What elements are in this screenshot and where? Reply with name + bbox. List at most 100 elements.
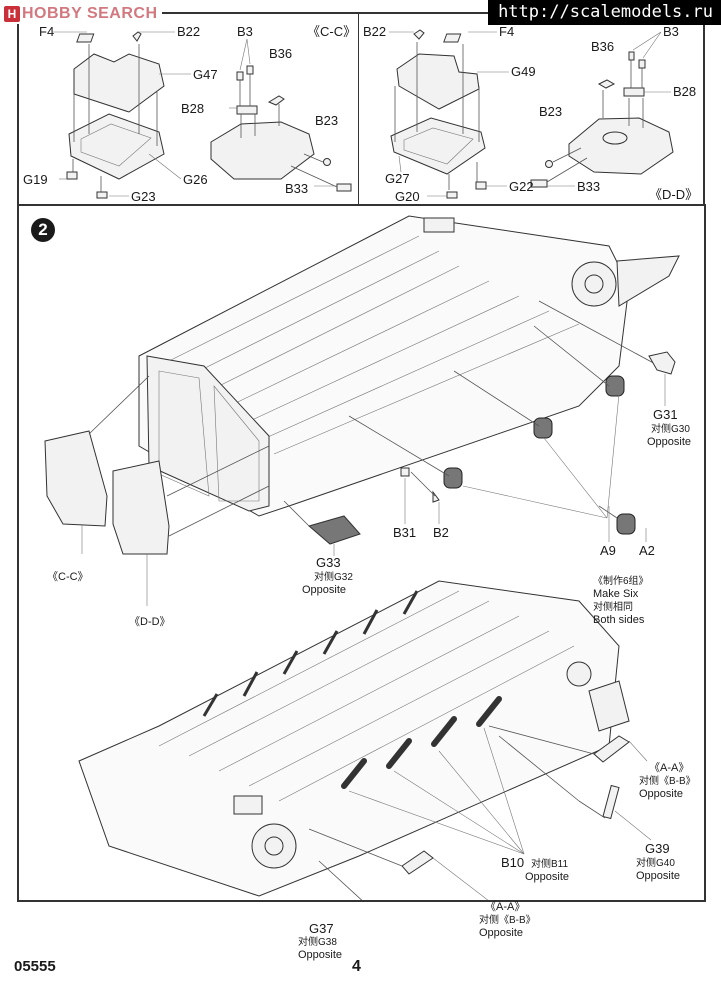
part-label-b23: B23 [539,104,563,119]
part-g49-shape [396,53,480,110]
part-alt-g32: 对侧G32 [314,572,353,583]
part-label-g20: G20 [395,189,420,204]
assembly-step-panel: 2 [17,204,706,961]
hatch-plate-cc-shape [210,121,315,180]
section-label-aa-right: 《A-A》 [649,762,690,774]
part-label-b36: B36 [591,39,615,54]
opposite-note-g39: Opposite [636,870,681,882]
part-label-b3: B3 [663,24,679,39]
part-label-g22: G22 [509,179,534,194]
section-label-aa-bottom: 《A-A》 [485,901,526,913]
hatch-dd-diagram [389,29,674,199]
part-b28-shape [236,105,258,115]
part-label-g49: G49 [511,64,536,79]
step-number-badge: 2 [31,218,55,242]
part-label-g33: G33 [316,555,341,570]
part-b36-shape [267,95,285,106]
part-b33-shape [336,183,352,192]
part-g33-shape [307,515,361,545]
part-b36-shape [597,79,616,89]
section-alt-bb-right: 对侧《B-B》 [639,776,696,787]
lower-hull-drawing [78,580,630,897]
part-label-f4: F4 [499,24,515,39]
part-label-g31: G31 [653,407,678,422]
part-g22-shape [475,181,487,190]
section-label-dd-callout: 《D-D》 [129,616,171,628]
make-six-cn: 《制作6组》 [593,576,649,587]
road-wheels-upper [348,325,636,535]
part-label-b28: B28 [181,101,205,116]
both-sides-en: Both sides [593,614,645,626]
arm-aa-bottom-shape [401,850,434,875]
part-label-g19: G19 [23,172,48,187]
hatch-cc-attached-shape [44,430,108,527]
part-label-b22: B22 [363,24,387,39]
opposite-note-aa-right: Opposite [639,788,684,800]
part-label-f4: F4 [39,24,55,39]
part-g23-shape [96,191,108,199]
torsion-arms-b10 [341,696,525,855]
part-label-b22: B22 [177,24,201,39]
part-label-b23: B23 [315,113,339,128]
part-g27-shape [390,117,486,175]
part-g20-shape [446,191,458,199]
part-b33-shape [530,179,548,188]
part-b3a-shape [628,51,635,61]
part-b31-shape [400,467,410,477]
both-sides-cn: 对侧相同 [593,602,633,613]
part-alt-g40: 对侧G40 [636,858,675,869]
part-b3a-shape [236,71,244,81]
part-label-b36: B36 [269,46,293,61]
part-label-g39: G39 [645,841,670,856]
scalemodels-watermark: http://scalemodels.ru [488,0,721,25]
hobbysearch-logo-icon: H [4,6,20,22]
kit-number: 05555 [14,958,56,975]
part-g31-shape [648,351,676,375]
opposite-note-aa-bottom: Opposite [479,927,524,939]
page-number: 4 [352,958,361,975]
upper-hull-drawing [138,215,680,517]
opposite-note-g31: Opposite [647,436,692,448]
part-label-g37: G37 [309,921,334,936]
part-label-b28: B28 [673,84,697,99]
detail-panel-cc: F4 B22 G47 G19 G23 G26 B3 B36 B28 B23 B3… [17,12,361,206]
part-label-b33: B33 [285,181,309,196]
hatch-plate-dd-shape [568,117,674,175]
part-b28-shape [623,87,645,97]
section-alt-bb-bottom: 对侧《B-B》 [479,915,536,926]
part-g19-shape [66,171,78,180]
part-label-a9: A9 [600,543,616,558]
part-alt-b11: 对侧B11 [531,859,569,870]
hull-assembly-diagram [44,215,680,900]
make-six-en: Make Six [593,588,639,600]
hatch-dd-attached-shape [112,460,170,555]
part-label-b31: B31 [393,525,417,540]
opposite-note-g33: Opposite [302,584,347,596]
part-f4-shape [443,33,462,43]
torsion-arms-upper [202,590,419,717]
part-label-b33: B33 [577,179,601,194]
part-alt-g30: 对侧G30 [651,424,690,435]
part-label-a2: A2 [639,543,655,558]
part-label-g23: G23 [131,189,156,204]
arm-aa-right-shape [593,735,630,763]
part-label-g47: G47 [193,67,218,82]
part-b23-shape [323,158,331,166]
part-b3b-shape [246,65,254,75]
hatch-cc-diagram [53,31,352,199]
part-label-g27: G27 [385,171,410,186]
part-b2-shape [432,490,440,503]
part-label-b10: B10 [501,855,525,870]
opposite-note-b10: Opposite [525,871,570,883]
part-f4-shape [76,33,95,43]
section-label-dd: 《D-D》 [649,187,699,202]
part-b23-shape [545,160,553,168]
part-b22-shape [413,29,425,40]
part-alt-g38: 对侧G38 [298,937,337,948]
part-label-b2: B2 [433,525,449,540]
part-label-b3: B3 [237,24,253,39]
hobbysearch-watermark-text: HOBBY SEARCH [22,5,158,22]
part-g39-shape [602,784,620,820]
part-b3b-shape [638,59,646,69]
section-label-cc-callout: 《C-C》 [47,571,89,583]
